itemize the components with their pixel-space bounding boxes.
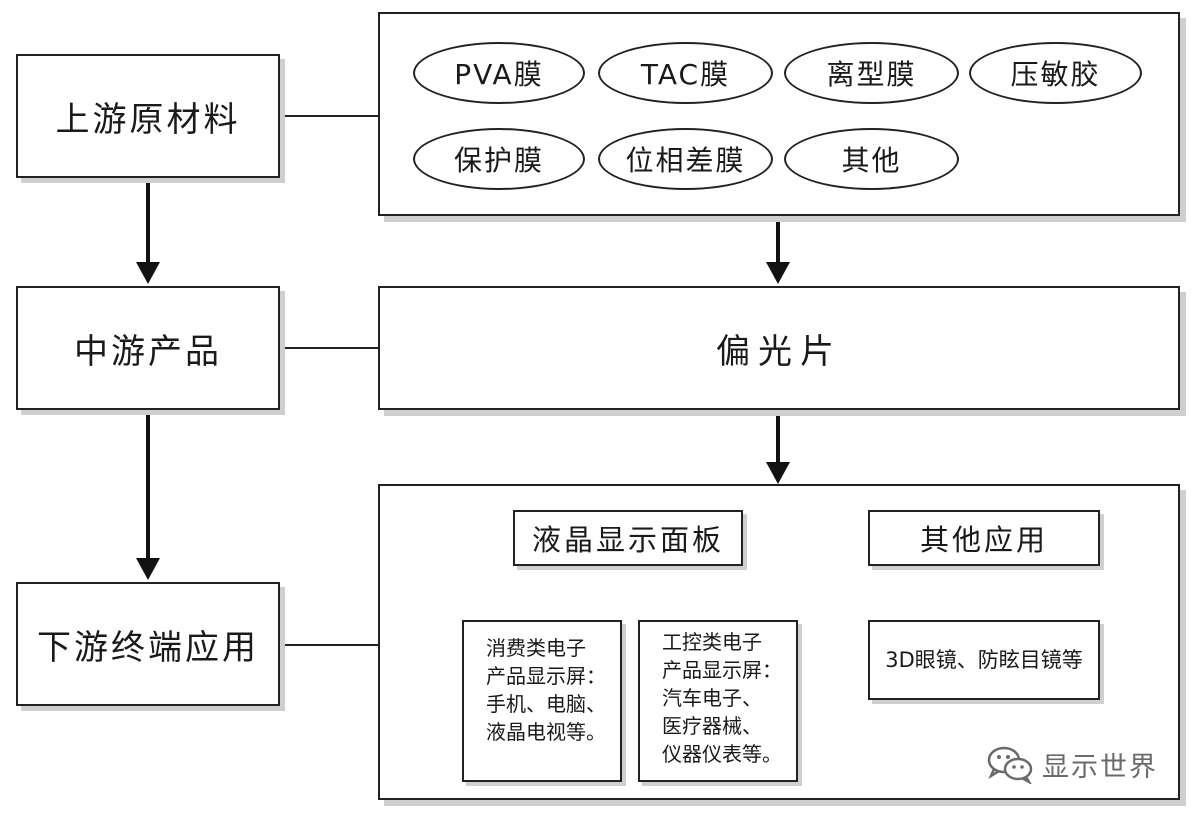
midstream-stage-label: 中游产品 xyxy=(74,331,222,372)
industrial-electronics-box: 工控类电子 产品显示屏： 汽车电子、 医疗器械、 仪器仪表等。 xyxy=(638,620,798,782)
material-ellipse: 压敏胶 xyxy=(969,42,1142,104)
consumer-line: 液晶电视等。 xyxy=(486,720,606,744)
material-label: 位相差膜 xyxy=(625,144,746,177)
other-examples-box: 3D眼镜、防眩目镜等 xyxy=(868,620,1100,700)
watermark: 显示世界 xyxy=(986,744,1176,784)
lcd-panel-label: 液晶显示面板 xyxy=(531,523,724,557)
material-label: 其他 xyxy=(841,144,902,177)
upstream-stage-box: 上游原材料 xyxy=(16,54,280,178)
midstream-stage-box: 中游产品 xyxy=(16,286,280,410)
downstream-stage-box: 下游终端应用 xyxy=(16,582,280,706)
industrial-line: 汽车电子、 xyxy=(662,686,762,710)
material-ellipse: 保护膜 xyxy=(413,128,585,190)
upstream-stage-label: 上游原材料 xyxy=(55,99,241,140)
consumer-line: 消费类电子 xyxy=(486,636,586,660)
consumer-electronics-box: 消费类电子 产品显示屏： 手机、电脑、 液晶电视等。 xyxy=(462,620,622,782)
material-label: 压敏胶 xyxy=(1010,58,1101,91)
lcd-panel-box: 液晶显示面板 xyxy=(513,510,743,566)
wechat-icon xyxy=(987,746,1033,784)
material-ellipse: PVA膜 xyxy=(413,42,585,104)
material-label: TAC膜 xyxy=(640,58,731,91)
material-ellipse: 离型膜 xyxy=(784,42,959,104)
other-examples-label: 3D眼镜、防眩目镜等 xyxy=(885,648,1083,672)
material-ellipse: 位相差膜 xyxy=(598,128,773,190)
material-label: 离型膜 xyxy=(826,58,917,91)
polarizer-label: 偏光片 xyxy=(716,331,842,372)
polarizer-panel: 偏光片 xyxy=(378,286,1180,410)
material-ellipse: 其他 xyxy=(784,128,959,190)
industrial-line: 工控类电子 xyxy=(662,630,762,654)
material-ellipse: TAC膜 xyxy=(598,42,773,104)
material-label: 保护膜 xyxy=(453,144,544,177)
downstream-stage-label: 下游终端应用 xyxy=(37,627,259,668)
industrial-line: 医疗器械、 xyxy=(662,714,762,738)
watermark-text: 显示世界 xyxy=(1042,751,1158,783)
material-label: PVA膜 xyxy=(454,58,544,91)
industrial-line: 仪器仪表等。 xyxy=(662,742,782,766)
industrial-line: 产品显示屏： xyxy=(662,658,782,682)
consumer-line: 手机、电脑、 xyxy=(486,692,606,716)
consumer-line: 产品显示屏： xyxy=(486,664,606,688)
other-apps-label: 其他应用 xyxy=(919,523,1048,557)
other-apps-box: 其他应用 xyxy=(868,510,1100,566)
